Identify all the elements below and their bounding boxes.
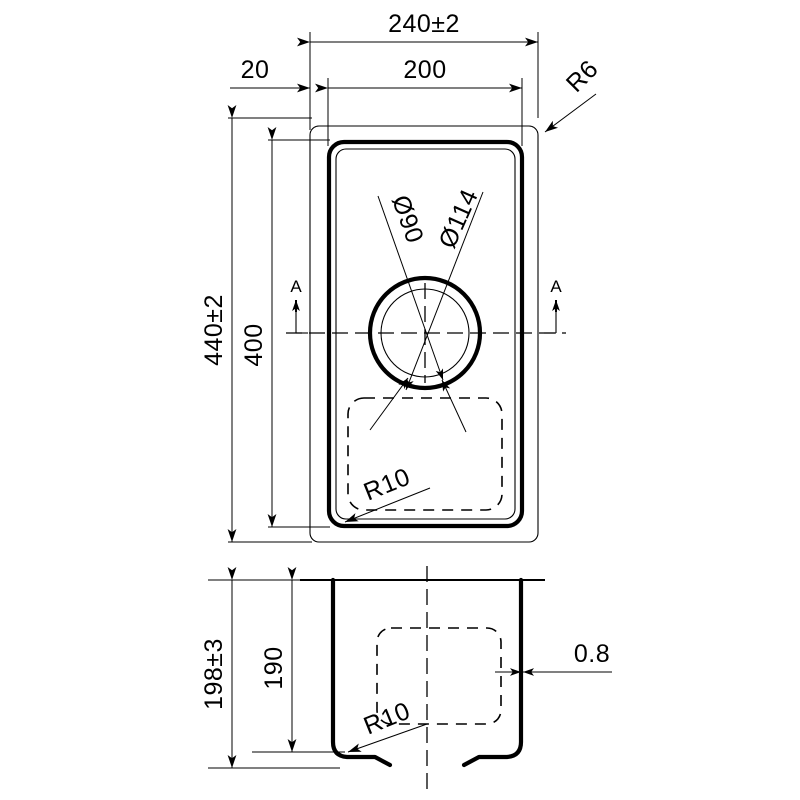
sink-top-view-body xyxy=(309,125,539,543)
section-base-dashed-rect xyxy=(376,627,502,725)
section-label-a-right: A xyxy=(550,277,562,296)
drain-inner-circle xyxy=(380,288,470,378)
dimension-label-400: 400 xyxy=(240,323,268,366)
drain-outer-circle xyxy=(367,275,483,391)
leader-dia-114-lower xyxy=(441,379,467,433)
leader-r10-top-view: R10 xyxy=(344,463,431,523)
dimension-label-190: 190 xyxy=(260,646,288,689)
bowl-outer-wall xyxy=(326,139,525,529)
sink-section-body xyxy=(300,577,545,768)
dimension-overall-depth: 198±3 xyxy=(200,567,237,768)
leader-dia-90: Ø90 xyxy=(377,192,444,381)
dimension-flange-offset: 20 xyxy=(230,56,310,93)
dimension-overall-length: 440±2 xyxy=(200,105,237,542)
section-right-wall xyxy=(461,577,524,768)
drain-hole xyxy=(367,275,483,391)
dimension-label-200: 200 xyxy=(403,56,446,84)
top-view-extension-lines xyxy=(228,32,539,543)
section-left-wall xyxy=(330,577,393,768)
leader-r10-section: R10 xyxy=(347,697,428,753)
dimension-overall-width: 240±2 xyxy=(297,10,538,47)
dimension-label-dia114: Ø114 xyxy=(433,185,484,252)
section-marker-right: A xyxy=(544,277,562,334)
dimension-label-198: 198±3 xyxy=(200,638,228,710)
bowl-base-outline xyxy=(347,397,503,511)
leader-dia-90-lower xyxy=(369,377,409,431)
dimension-label-r10-top: R10 xyxy=(360,463,414,507)
dimension-bowl-width: 200 xyxy=(315,56,522,93)
section-label-a-left: A xyxy=(290,277,302,296)
dimension-label-08: 0.8 xyxy=(574,640,610,668)
flange-outline xyxy=(309,125,539,543)
dimension-material-thickness: 0.8 xyxy=(495,640,612,676)
dimension-label-dia90: Ø90 xyxy=(386,192,429,247)
section-marker-left: A xyxy=(290,277,308,334)
dimension-label-r6: R6 xyxy=(561,55,604,98)
bowl-inner-wall xyxy=(335,148,516,520)
dimension-label-440: 440±2 xyxy=(200,294,228,366)
dimension-label-r10-section: R10 xyxy=(360,697,414,741)
dimension-bowl-length: 400 xyxy=(240,127,277,527)
dimension-label-20: 20 xyxy=(241,56,270,84)
dimension-bowl-depth: 190 xyxy=(260,567,297,752)
base-dashed-rect xyxy=(347,397,503,511)
leader-r6: R6 xyxy=(544,55,604,133)
dimension-label-240: 240±2 xyxy=(388,10,460,38)
